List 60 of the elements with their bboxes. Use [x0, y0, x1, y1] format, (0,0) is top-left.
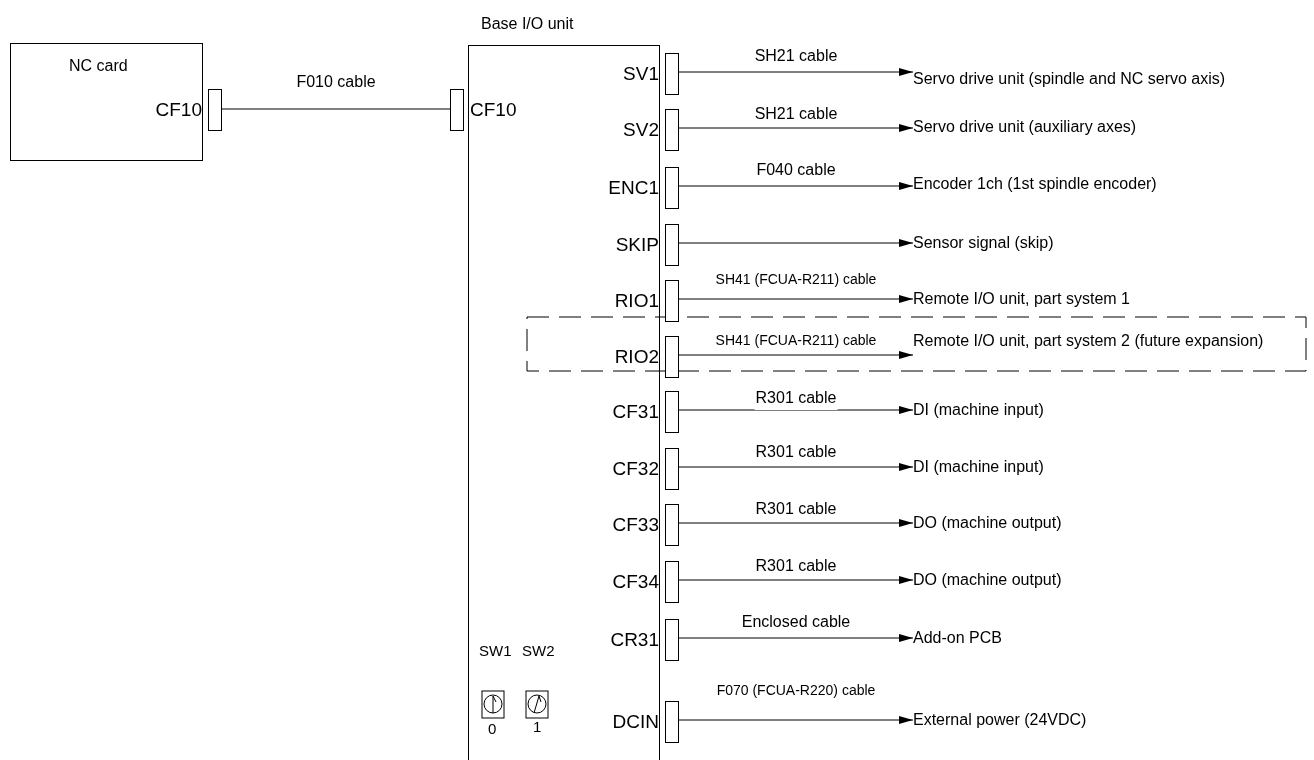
arrow [678, 68, 914, 76]
arrow [678, 239, 914, 247]
port-label: CF34 [612, 570, 659, 594]
connector-bar [665, 224, 679, 266]
arrow [678, 519, 914, 527]
destination-label: Add-on PCB [913, 628, 1003, 648]
port-label: ENC1 [608, 176, 659, 200]
connector-bar [665, 619, 679, 661]
arrow [678, 295, 914, 303]
switch-position: 1 [533, 718, 542, 736]
port-label: CF10 [155, 98, 202, 122]
connector-bar [665, 336, 679, 378]
port-label: SV1 [623, 62, 659, 86]
cable-line [221, 108, 451, 110]
unit-title: NC card [69, 56, 128, 76]
unit-box [10, 43, 203, 161]
unit-title: Base I/O unit [481, 14, 574, 34]
connector-bar [665, 504, 679, 546]
arrow [678, 463, 914, 471]
arrow [678, 634, 914, 642]
connector-bar [665, 109, 679, 151]
switch-position: 0 [488, 720, 497, 738]
arrow [678, 406, 914, 414]
connector-bar [208, 89, 222, 131]
port-label: SV2 [623, 118, 659, 142]
arrow [678, 576, 914, 584]
port-label: CF32 [612, 457, 659, 481]
arrow [678, 716, 914, 724]
connector-bar [450, 89, 464, 131]
port-label: RIO1 [614, 289, 659, 313]
destination-label: Servo drive unit (spindle and NC servo axis) [913, 69, 1227, 89]
port-label: DCIN [612, 710, 659, 734]
connector-bar [665, 53, 679, 95]
destination-label: DI (machine input) [913, 400, 1045, 420]
port-label: RIO2 [614, 345, 659, 369]
port-label: CF33 [612, 513, 659, 537]
connector-bar [665, 561, 679, 603]
arrow [678, 351, 914, 359]
port-label: CF31 [612, 400, 659, 424]
arrow [678, 124, 914, 132]
arrow [678, 182, 914, 190]
destination-label: Sensor signal (skip) [913, 233, 1055, 253]
switch-label: SW1 [479, 641, 512, 661]
destination-label: Servo drive unit (auxiliary axes) [913, 117, 1138, 137]
connector-bar [665, 448, 679, 490]
destination-label: DO (machine output) [913, 570, 1063, 590]
destination-label: External power (24VDC) [913, 710, 1088, 730]
port-label: CF10 [470, 98, 517, 122]
destination-label: DI (machine input) [913, 457, 1045, 477]
connector-bar [665, 280, 679, 322]
switch-label: SW2 [522, 641, 555, 661]
destination-label: Encoder 1ch (1st spindle encoder) [913, 174, 1158, 194]
connector-bar [665, 391, 679, 433]
connector-bar [665, 701, 679, 743]
destination-label: Remote I/O unit, part system 2 (future expansion) [913, 331, 1265, 351]
port-label: SKIP [615, 233, 659, 257]
port-label: CR31 [610, 628, 659, 652]
connector-bar [665, 167, 679, 209]
destination-label: DO (machine output) [913, 513, 1063, 533]
destination-label: Remote I/O unit, part system 1 [913, 289, 1131, 309]
